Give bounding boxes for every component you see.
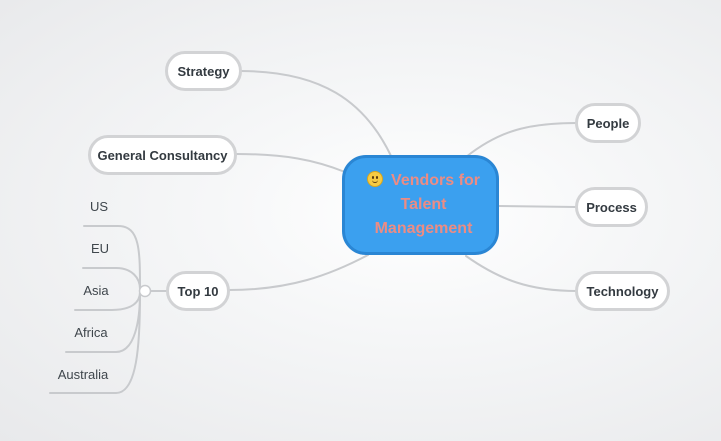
connector-technology [465, 255, 578, 292]
connector-leaf-eu [82, 267, 141, 290]
node-people-label: People [586, 115, 630, 131]
slightly-smiling-face-icon [367, 171, 384, 187]
leaf-us[interactable]: US [89, 199, 109, 214]
leaf-africa[interactable]: Africa [74, 325, 108, 340]
root-topic[interactable]: Vendors for Talent Management [342, 155, 499, 255]
connector-strategy [239, 70, 393, 159]
connector-people [465, 122, 578, 158]
connector-leaf-us [83, 225, 141, 291]
top10-hub [138, 284, 152, 298]
connector-leaf-africa [65, 292, 141, 353]
connector-process [497, 205, 577, 208]
root-topic-title: Vendors for Talent Management [374, 172, 480, 237]
node-strategy-label: Strategy [177, 63, 230, 79]
connector-general-consultancy [235, 153, 346, 173]
node-process[interactable]: Process [575, 187, 648, 227]
node-technology[interactable]: Technology [575, 271, 670, 311]
root-topic-text: Vendors for Talent Management [364, 169, 484, 241]
leaf-asia[interactable]: Asia [83, 283, 109, 298]
node-people[interactable]: People [575, 103, 641, 143]
leaf-australia[interactable]: Australia [57, 367, 109, 382]
leaf-eu[interactable]: EU [90, 241, 110, 256]
node-strategy[interactable]: Strategy [165, 51, 242, 91]
node-technology-label: Technology [586, 283, 659, 299]
node-general-consultancy-label: General Consultancy [97, 147, 228, 163]
node-general-consultancy[interactable]: General Consultancy [88, 135, 237, 175]
connector-leaf-australia [49, 293, 141, 394]
node-process-label: Process [586, 199, 637, 215]
node-top10-label: Top 10 [177, 283, 219, 299]
connector-top10 [228, 254, 369, 291]
node-top10[interactable]: Top 10 [166, 271, 230, 311]
